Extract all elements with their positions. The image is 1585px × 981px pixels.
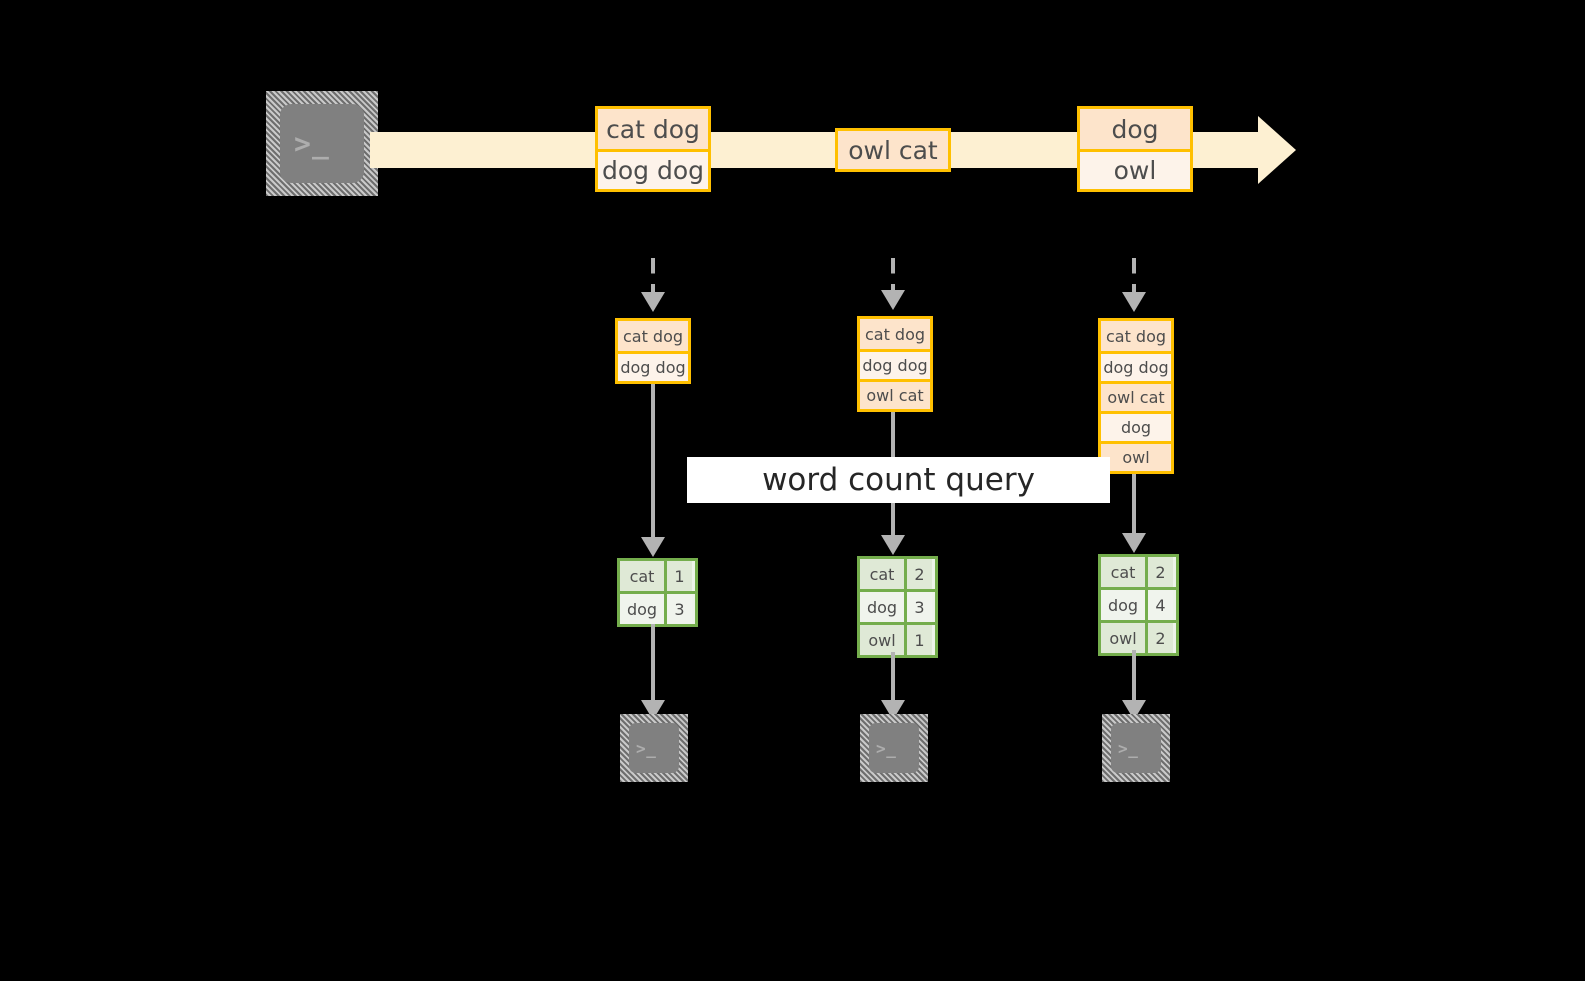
event-stream-arrowhead xyxy=(1258,116,1296,184)
batch-input-row: cat dog xyxy=(860,319,930,349)
result-row: dog 4 xyxy=(1101,587,1176,620)
batch-3-query-arrowhead xyxy=(1122,533,1146,553)
stream-event-group-2: owl cat xyxy=(835,128,951,172)
batch-1-sink-connector xyxy=(651,624,655,702)
batch-input-row: dog xyxy=(1101,411,1171,441)
terminal-screen xyxy=(869,723,919,773)
batch-2-sink-terminal-icon: >_ xyxy=(860,714,928,782)
stream-event-group-1: cat dog dog dog xyxy=(595,106,711,192)
stream-to-batch-connector xyxy=(1132,258,1136,292)
result-word: cat xyxy=(860,559,904,589)
stream-to-batch-arrowhead xyxy=(881,290,905,310)
terminal-prompt-glyph: >_ xyxy=(1102,714,1170,782)
result-count: 2 xyxy=(904,559,932,589)
result-row: owl 1 xyxy=(860,622,935,655)
result-word: owl xyxy=(1101,623,1145,653)
result-count: 3 xyxy=(904,592,932,622)
terminal-screen xyxy=(280,104,364,183)
result-count: 3 xyxy=(664,594,692,624)
stream-event-line: dog xyxy=(1080,109,1190,149)
batch-2-input-table: cat dog dog dog owl cat xyxy=(857,316,933,412)
query-label-text: word count query xyxy=(762,462,1035,498)
batch-input-row: owl cat xyxy=(1101,381,1171,411)
batch-input-row: owl xyxy=(1101,441,1171,471)
batch-1-result-table: cat 1 dog 3 xyxy=(617,558,698,627)
result-word: cat xyxy=(1101,557,1145,587)
terminal-prompt-glyph: >_ xyxy=(266,91,378,196)
batch-input-row: cat dog xyxy=(618,321,688,351)
batch-3-input-table: cat dog dog dog owl cat dog owl xyxy=(1098,318,1174,474)
result-count: 2 xyxy=(1145,623,1173,653)
batch-1-query-connector xyxy=(651,384,655,539)
batch-2-result-table: cat 2 dog 3 owl 1 xyxy=(857,556,938,658)
batch-3-sink-connector xyxy=(1132,650,1136,702)
stream-event-group-3: dog owl xyxy=(1077,106,1193,192)
batch-2-sink-connector xyxy=(891,652,895,702)
stream-event-line: owl cat xyxy=(838,131,948,169)
result-row: dog 3 xyxy=(860,589,935,622)
query-label: word count query xyxy=(687,457,1110,503)
result-count: 1 xyxy=(664,561,692,591)
batch-input-row: dog dog xyxy=(618,351,688,381)
terminal-prompt-glyph: >_ xyxy=(620,714,688,782)
batch-input-row: cat dog xyxy=(1101,321,1171,351)
stream-to-batch-connector xyxy=(891,258,895,290)
result-row: cat 2 xyxy=(860,559,935,589)
terminal-screen xyxy=(1111,723,1161,773)
source-terminal-icon: >_ xyxy=(266,91,378,196)
batch-3-result-table: cat 2 dog 4 owl 2 xyxy=(1098,554,1179,656)
result-word: dog xyxy=(620,594,664,624)
stream-event-line: owl xyxy=(1080,149,1190,189)
terminal-prompt-text: >_ xyxy=(294,127,330,160)
terminal-prompt-text: >_ xyxy=(1118,738,1139,758)
result-word: dog xyxy=(860,592,904,622)
batch-input-row: owl cat xyxy=(860,379,930,409)
batch-input-row: dog dog xyxy=(860,349,930,379)
result-count: 4 xyxy=(1145,590,1173,620)
stream-event-line: dog dog xyxy=(598,149,708,189)
batch-3-query-connector xyxy=(1132,474,1136,535)
result-row: cat 1 xyxy=(620,561,695,591)
result-word: dog xyxy=(1101,590,1145,620)
result-word: cat xyxy=(620,561,664,591)
stream-to-batch-connector xyxy=(651,258,655,292)
batch-2-query-arrowhead xyxy=(881,535,905,555)
batch-1-query-arrowhead xyxy=(641,537,665,557)
batch-3-sink-terminal-icon: >_ xyxy=(1102,714,1170,782)
result-count: 1 xyxy=(904,625,932,655)
terminal-screen xyxy=(629,723,679,773)
batch-1-sink-terminal-icon: >_ xyxy=(620,714,688,782)
result-row: owl 2 xyxy=(1101,620,1176,653)
result-word: owl xyxy=(860,625,904,655)
batch-input-row: dog dog xyxy=(1101,351,1171,381)
terminal-prompt-text: >_ xyxy=(636,738,657,758)
result-row: cat 2 xyxy=(1101,557,1176,587)
result-row: dog 3 xyxy=(620,591,695,624)
result-count: 2 xyxy=(1145,557,1173,587)
terminal-prompt-glyph: >_ xyxy=(860,714,928,782)
stream-to-batch-arrowhead xyxy=(1122,292,1146,312)
batch-1-input-table: cat dog dog dog xyxy=(615,318,691,384)
stream-event-line: cat dog xyxy=(598,109,708,149)
terminal-prompt-text: >_ xyxy=(876,738,897,758)
stream-to-batch-arrowhead xyxy=(641,292,665,312)
